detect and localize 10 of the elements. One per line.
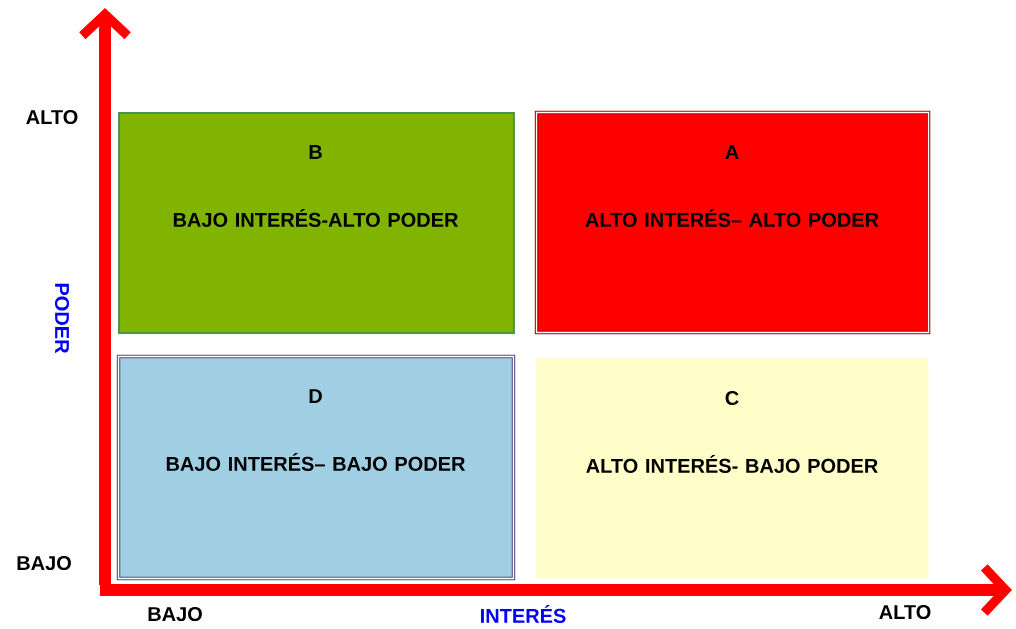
axis-label: ALTO	[879, 604, 931, 620]
axis-title: INTERÉS	[481, 605, 566, 623]
quadrant-box: D BAJO INTERÉS– BAJO PODER	[116, 354, 516, 581]
axis-title: PODER	[54, 283, 70, 354]
axis-label: BAJO	[17, 555, 71, 571]
quadrant-box: B BAJO INTERÉS-ALTO PODER	[118, 112, 515, 334]
quadrant-box: A ALTO INTERÉS– ALTO PODER	[534, 110, 931, 335]
axis-label: ALTO	[26, 109, 78, 125]
quadrant-box: C ALTO INTERÉS- BAJO PODER	[536, 358, 929, 579]
axis-label: BAJO	[148, 606, 202, 622]
